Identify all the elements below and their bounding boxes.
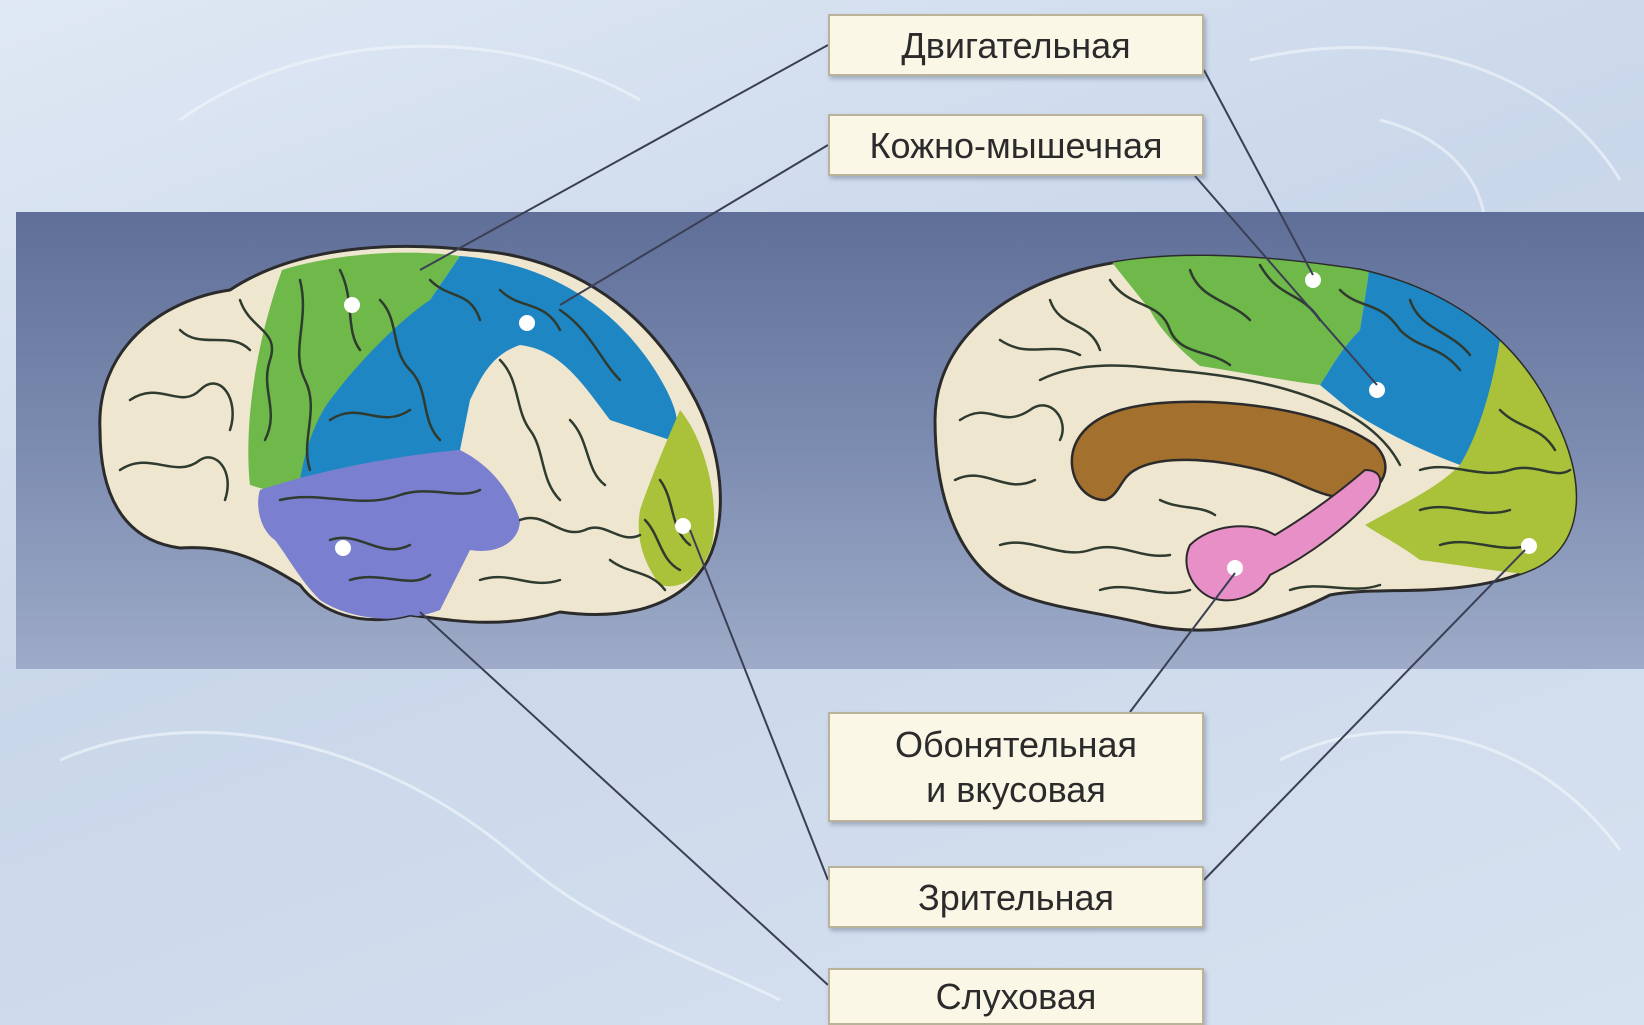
skin-muscle-zone-label-text: Кожно-мышечная [869,123,1162,168]
smell-taste-zone-label: Обонятельная и вкусовая [828,712,1204,822]
motor-zone-label-text: Двигательная [901,23,1130,68]
skin-muscle-zone-label: Кожно-мышечная [828,114,1204,176]
visual-zone-label-text: Зрительная [918,875,1114,920]
lateral-motor-marker [344,297,360,313]
visual-zone-label: Зрительная [828,866,1204,928]
smell-taste-zone-label-line1: Обонятельная [895,722,1137,767]
auditory-zone-label: Слуховая [828,968,1204,1025]
smell-taste-zone-label-line2: и вкусовая [926,767,1106,812]
lateral-skin-muscle-marker [519,315,535,331]
lateral-auditory-marker [335,540,351,556]
lateral-visual-marker [675,518,691,534]
auditory-zone-label-text: Слуховая [936,974,1097,1019]
motor-zone-label: Двигательная [828,14,1204,76]
